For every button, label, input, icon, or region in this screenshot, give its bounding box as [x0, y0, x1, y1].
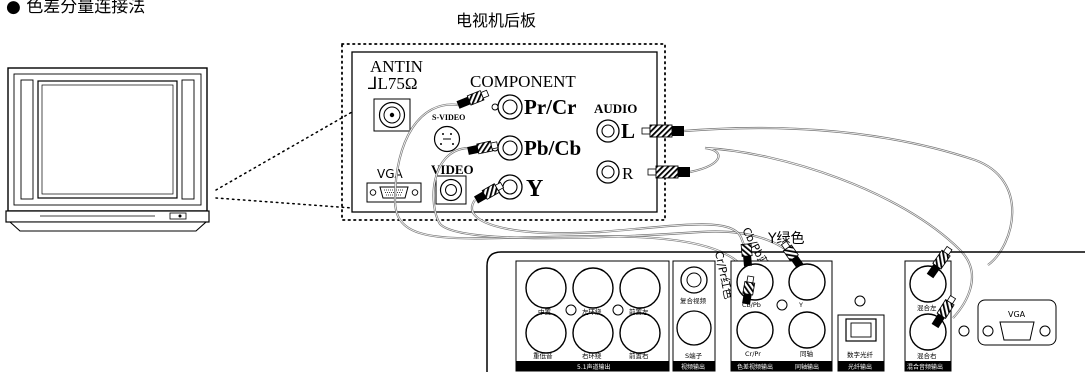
player-rear-panel: 中置 左环绕 前置左 重低音 右环绕 前置右 5.1声道输出 复合视频 S端子 …: [486, 251, 1085, 372]
video-output-group: 复合视频 S端子 视频输出: [672, 260, 716, 372]
zoom-callout-lines: [215, 111, 353, 209]
player-mix-left-plug: [926, 245, 953, 279]
player-side-plugs: [740, 240, 957, 329]
component-group-label: 色差视频输出: [737, 363, 773, 371]
player-casing: [486, 251, 1085, 372]
pr-plug: [456, 89, 490, 109]
optical-label: 数字光纤: [847, 350, 874, 359]
television: [5, 67, 210, 232]
player-mix-right-plug: [931, 295, 957, 329]
y-label: Y: [526, 176, 543, 202]
svideo-jack: [433, 125, 461, 153]
player-pr-plug: [742, 275, 756, 305]
mix-right-label: 混合右: [917, 351, 937, 360]
pb-plug: [467, 140, 499, 155]
player-vga-port: VGA: [977, 299, 1057, 346]
audio-l-jack: [596, 119, 620, 143]
zoom-frame: [341, 43, 666, 221]
antenna-jack: [373, 98, 411, 132]
audio-left-cable: [683, 126, 1014, 266]
player-vga-label: VGA: [1008, 310, 1026, 319]
tv-side-plugs: [456, 89, 690, 204]
audio-r-plug: [647, 165, 690, 179]
audio-l-plug: [641, 124, 684, 138]
video-label: VIDEO: [431, 162, 474, 177]
ch-subwoofer-label: 重低音: [533, 351, 553, 360]
y-green-label: Y绿色: [767, 230, 805, 247]
tv-back-caption: 电视机后板: [456, 11, 536, 30]
audio-l-label: L: [621, 119, 635, 143]
antin-ohm-label: ⅃L75Ω: [368, 74, 418, 93]
comp-cbpb-label: Cb/Pb: [742, 301, 761, 309]
tv-vga-label: VGA: [377, 167, 404, 181]
mix-left-label: 混合左: [917, 303, 937, 312]
coaxial-group-label: 同轴输出: [795, 363, 819, 371]
ch51-output-group: 中置 左环绕 前置左 重低音 右环绕 前置右 5.1声道输出: [515, 260, 670, 372]
player-y-plug: [740, 243, 753, 267]
component-label: COMPONENT: [470, 72, 576, 91]
tv-vga-port: [366, 182, 422, 203]
y-plug: [474, 181, 505, 204]
audio-r-label: R: [622, 164, 634, 183]
s-terminal-label: S端子: [685, 351, 703, 360]
ch-surround-left-label: 左环绕: [582, 307, 602, 316]
svideo-label: S-VIDEO: [432, 113, 465, 122]
comp-y-label: Y: [798, 301, 803, 309]
tv-back-panel: ANTIN ⅃L75Ω VGA COMPONENT S-VIDEO: [341, 43, 666, 221]
ch-front-left-label: 前置左: [629, 307, 649, 316]
ch-front-right-label: 前置右: [629, 351, 649, 360]
optical-group-label: 光纤输出: [848, 363, 872, 371]
ch-surround-right-label: 右环绕: [582, 351, 602, 360]
mix-group-label: 混合音频输出: [907, 363, 943, 371]
component-output-group: Y Cb/Pb Cr/Pr 同轴 色差视频输出 同轴输出: [730, 260, 833, 372]
pb-label: Pb/Cb: [524, 136, 581, 160]
antin-label: ANTIN: [370, 57, 423, 76]
comp-crpr-label: Cr/Pr: [745, 350, 761, 358]
player-pb-plug: [780, 240, 804, 269]
video-jack: [435, 175, 467, 205]
coaxial-label: 同轴: [800, 349, 814, 358]
audio-r-jack: [596, 160, 620, 184]
composite-label: 复合视频: [680, 296, 707, 305]
ch51-group-label: 5.1声道输出: [577, 363, 611, 371]
tv-screen: [37, 80, 178, 199]
video-group-label: 视频输出: [681, 363, 705, 371]
page-heading: ● 色差分量连接法: [6, 0, 145, 17]
pr-jack: [491, 94, 523, 120]
ch-center-label: 中置: [538, 307, 552, 316]
optical-output-group: 数字光纤 光纤输出: [837, 295, 885, 372]
audio-label: AUDIO: [594, 101, 637, 116]
pr-label: Pr/Cr: [524, 95, 576, 119]
